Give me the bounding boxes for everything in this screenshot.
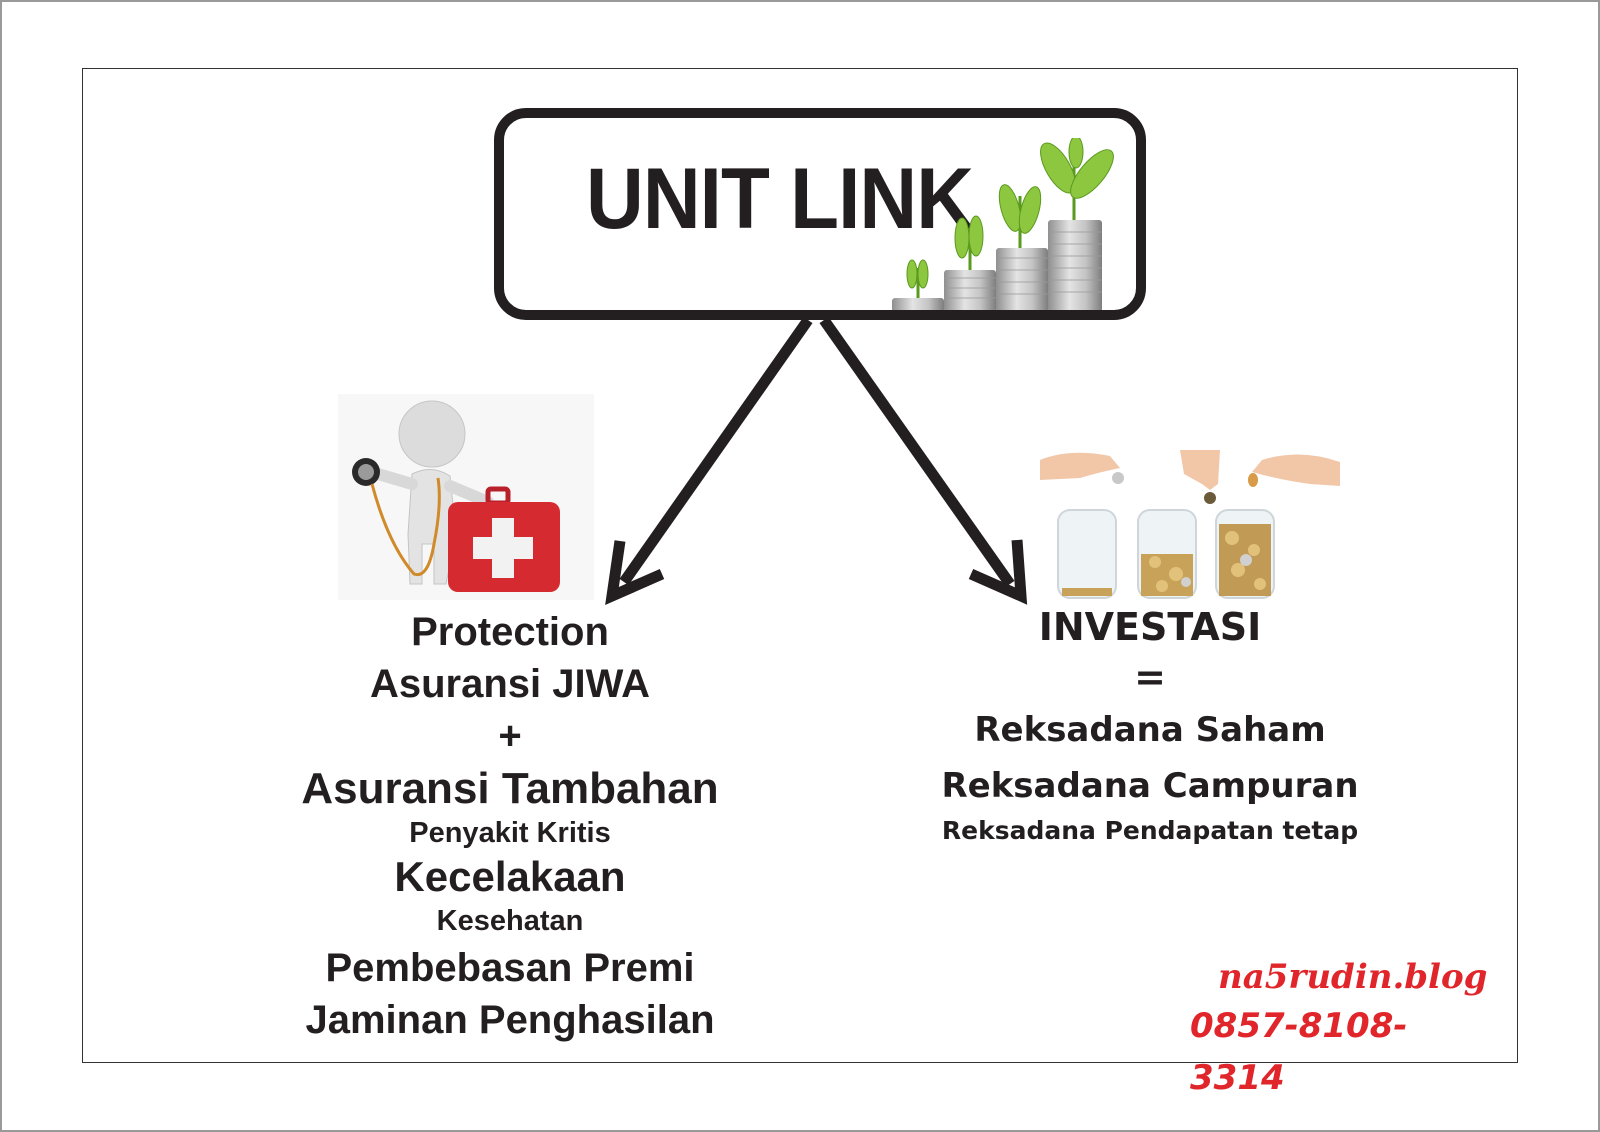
equals-sign: = — [1134, 655, 1166, 699]
rider-item: Jaminan Penghasilan — [305, 998, 715, 1042]
additional-insurance-heading: Asuransi Tambahan — [301, 764, 719, 813]
fund-item: Reksadana Pendapatan tetap — [941, 816, 1359, 845]
rider-item: Kecelakaan — [394, 853, 626, 900]
rider-item: Kesehatan — [436, 905, 584, 937]
coin-jars-icon — [1040, 450, 1340, 599]
rider-item: Pembebasan Premi — [325, 946, 695, 990]
doctor-first-aid-kit-icon — [338, 394, 594, 600]
growing-coins-plants-icon — [892, 138, 1114, 310]
investment-column: INVESTASI = Reksadana Saham Reksadana Ca… — [920, 602, 1380, 848]
investment-heading: INVESTASI — [1038, 605, 1262, 649]
phone-number: 0857-8108-3314 — [1190, 1006, 1408, 1098]
blog-name: na5rudin.blog — [1218, 957, 1488, 997]
content-frame — [82, 68, 1518, 1063]
rider-item: Penyakit Kritis — [409, 817, 611, 849]
protection-column: Protection Asuransi JIWA + Asuransi Tamb… — [270, 606, 750, 1046]
fund-item: Reksadana Campuran — [941, 766, 1359, 806]
unit-link-title-box: UNIT LINK — [494, 108, 1146, 320]
plus-sign: + — [498, 714, 522, 758]
page-title: UNIT LINK — [586, 151, 974, 247]
signature: na5rudin.blog 0857-8108-3314 — [1190, 954, 1490, 1104]
protection-heading: Protection — [411, 610, 609, 654]
life-insurance-label: Asuransi JIWA — [369, 662, 651, 706]
fund-item: Reksadana Saham — [974, 710, 1326, 750]
